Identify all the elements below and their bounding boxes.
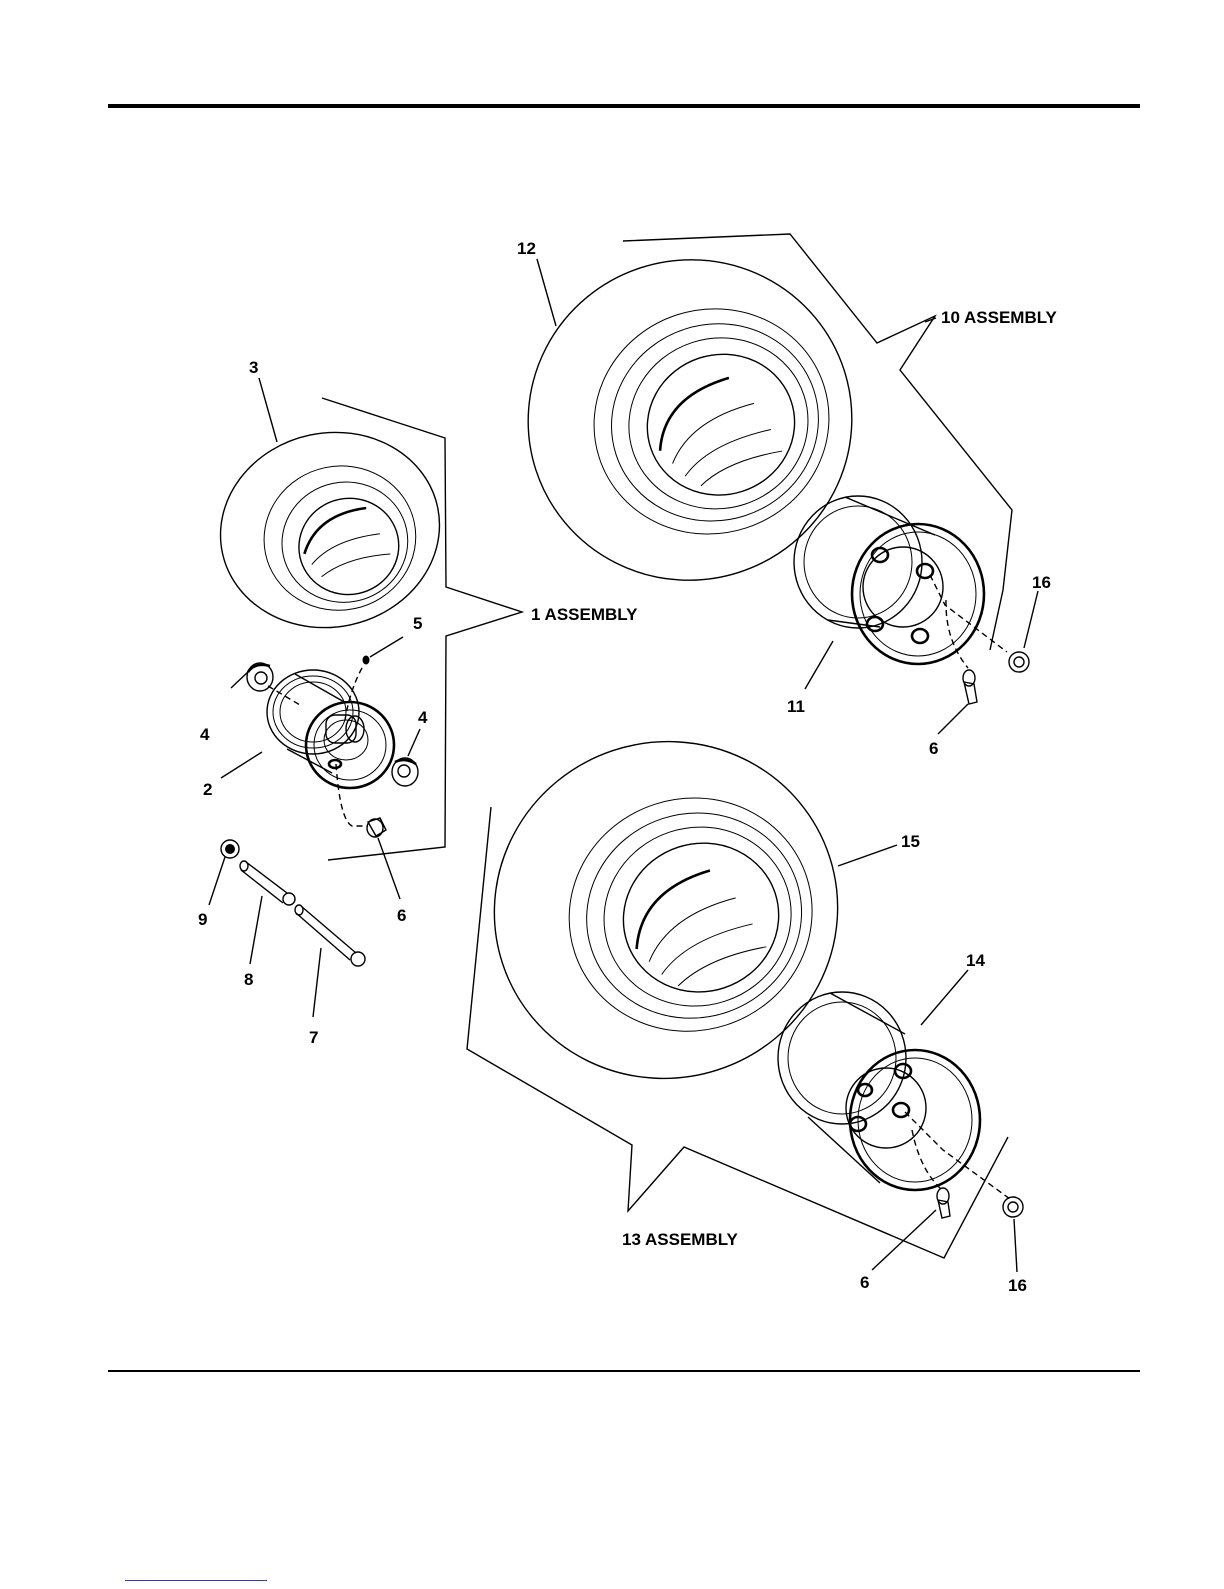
footer-underline	[125, 1580, 267, 1581]
callout-16-upper: 16	[1032, 573, 1051, 592]
tire-icon	[486, 218, 893, 622]
callout-7: 7	[309, 1028, 318, 1047]
spacer-tube-icon	[240, 861, 295, 905]
callout-4-left: 4	[200, 725, 210, 744]
assembly-10-guide-lines	[930, 575, 1007, 668]
rim-icon	[267, 670, 394, 788]
valve-stem-icon	[367, 818, 386, 837]
assembly-13-guide-lines	[905, 1112, 1010, 1199]
assembly-10-bracket	[623, 234, 1012, 650]
bolt-icon	[295, 905, 365, 966]
callout-6-assembly-1: 6	[397, 906, 406, 925]
callout-11: 11	[787, 697, 805, 716]
valve-stem-icon	[937, 1188, 950, 1218]
valve-stem-icon	[963, 670, 977, 704]
callout-14: 14	[966, 951, 985, 970]
rim-icon	[778, 992, 980, 1190]
lug-nut-icon	[1009, 652, 1029, 672]
callout-4-right: 4	[418, 708, 428, 727]
callout-1-assembly: 1 ASSEMBLY	[531, 605, 638, 624]
callout-8: 8	[244, 970, 253, 989]
callout-6-assembly-13: 6	[860, 1273, 869, 1292]
callout-16-lower: 16	[1008, 1276, 1027, 1295]
bearing-icon	[392, 758, 418, 786]
callout-5: 5	[413, 614, 422, 633]
grease-fitting-icon	[363, 656, 370, 665]
tire-icon	[202, 412, 458, 648]
assembly-13-bracket	[467, 807, 1008, 1258]
footer-rule	[108, 1370, 1140, 1372]
callout-10-assembly: 10 ASSEMBLY	[941, 308, 1058, 327]
callout-3: 3	[249, 358, 258, 377]
header-rule	[108, 104, 1140, 108]
callout-13-assembly: 13 ASSEMBLY	[622, 1230, 739, 1249]
tire-icon	[451, 697, 882, 1123]
callout-15: 15	[901, 832, 920, 851]
rim-icon	[794, 496, 984, 664]
lug-nut-icon	[221, 840, 239, 858]
callout-6-assembly-10: 6	[929, 739, 938, 758]
lug-nut-icon	[1003, 1197, 1023, 1217]
callout-12: 12	[517, 239, 536, 258]
callout-9: 9	[198, 910, 207, 929]
callout-2: 2	[203, 780, 212, 799]
